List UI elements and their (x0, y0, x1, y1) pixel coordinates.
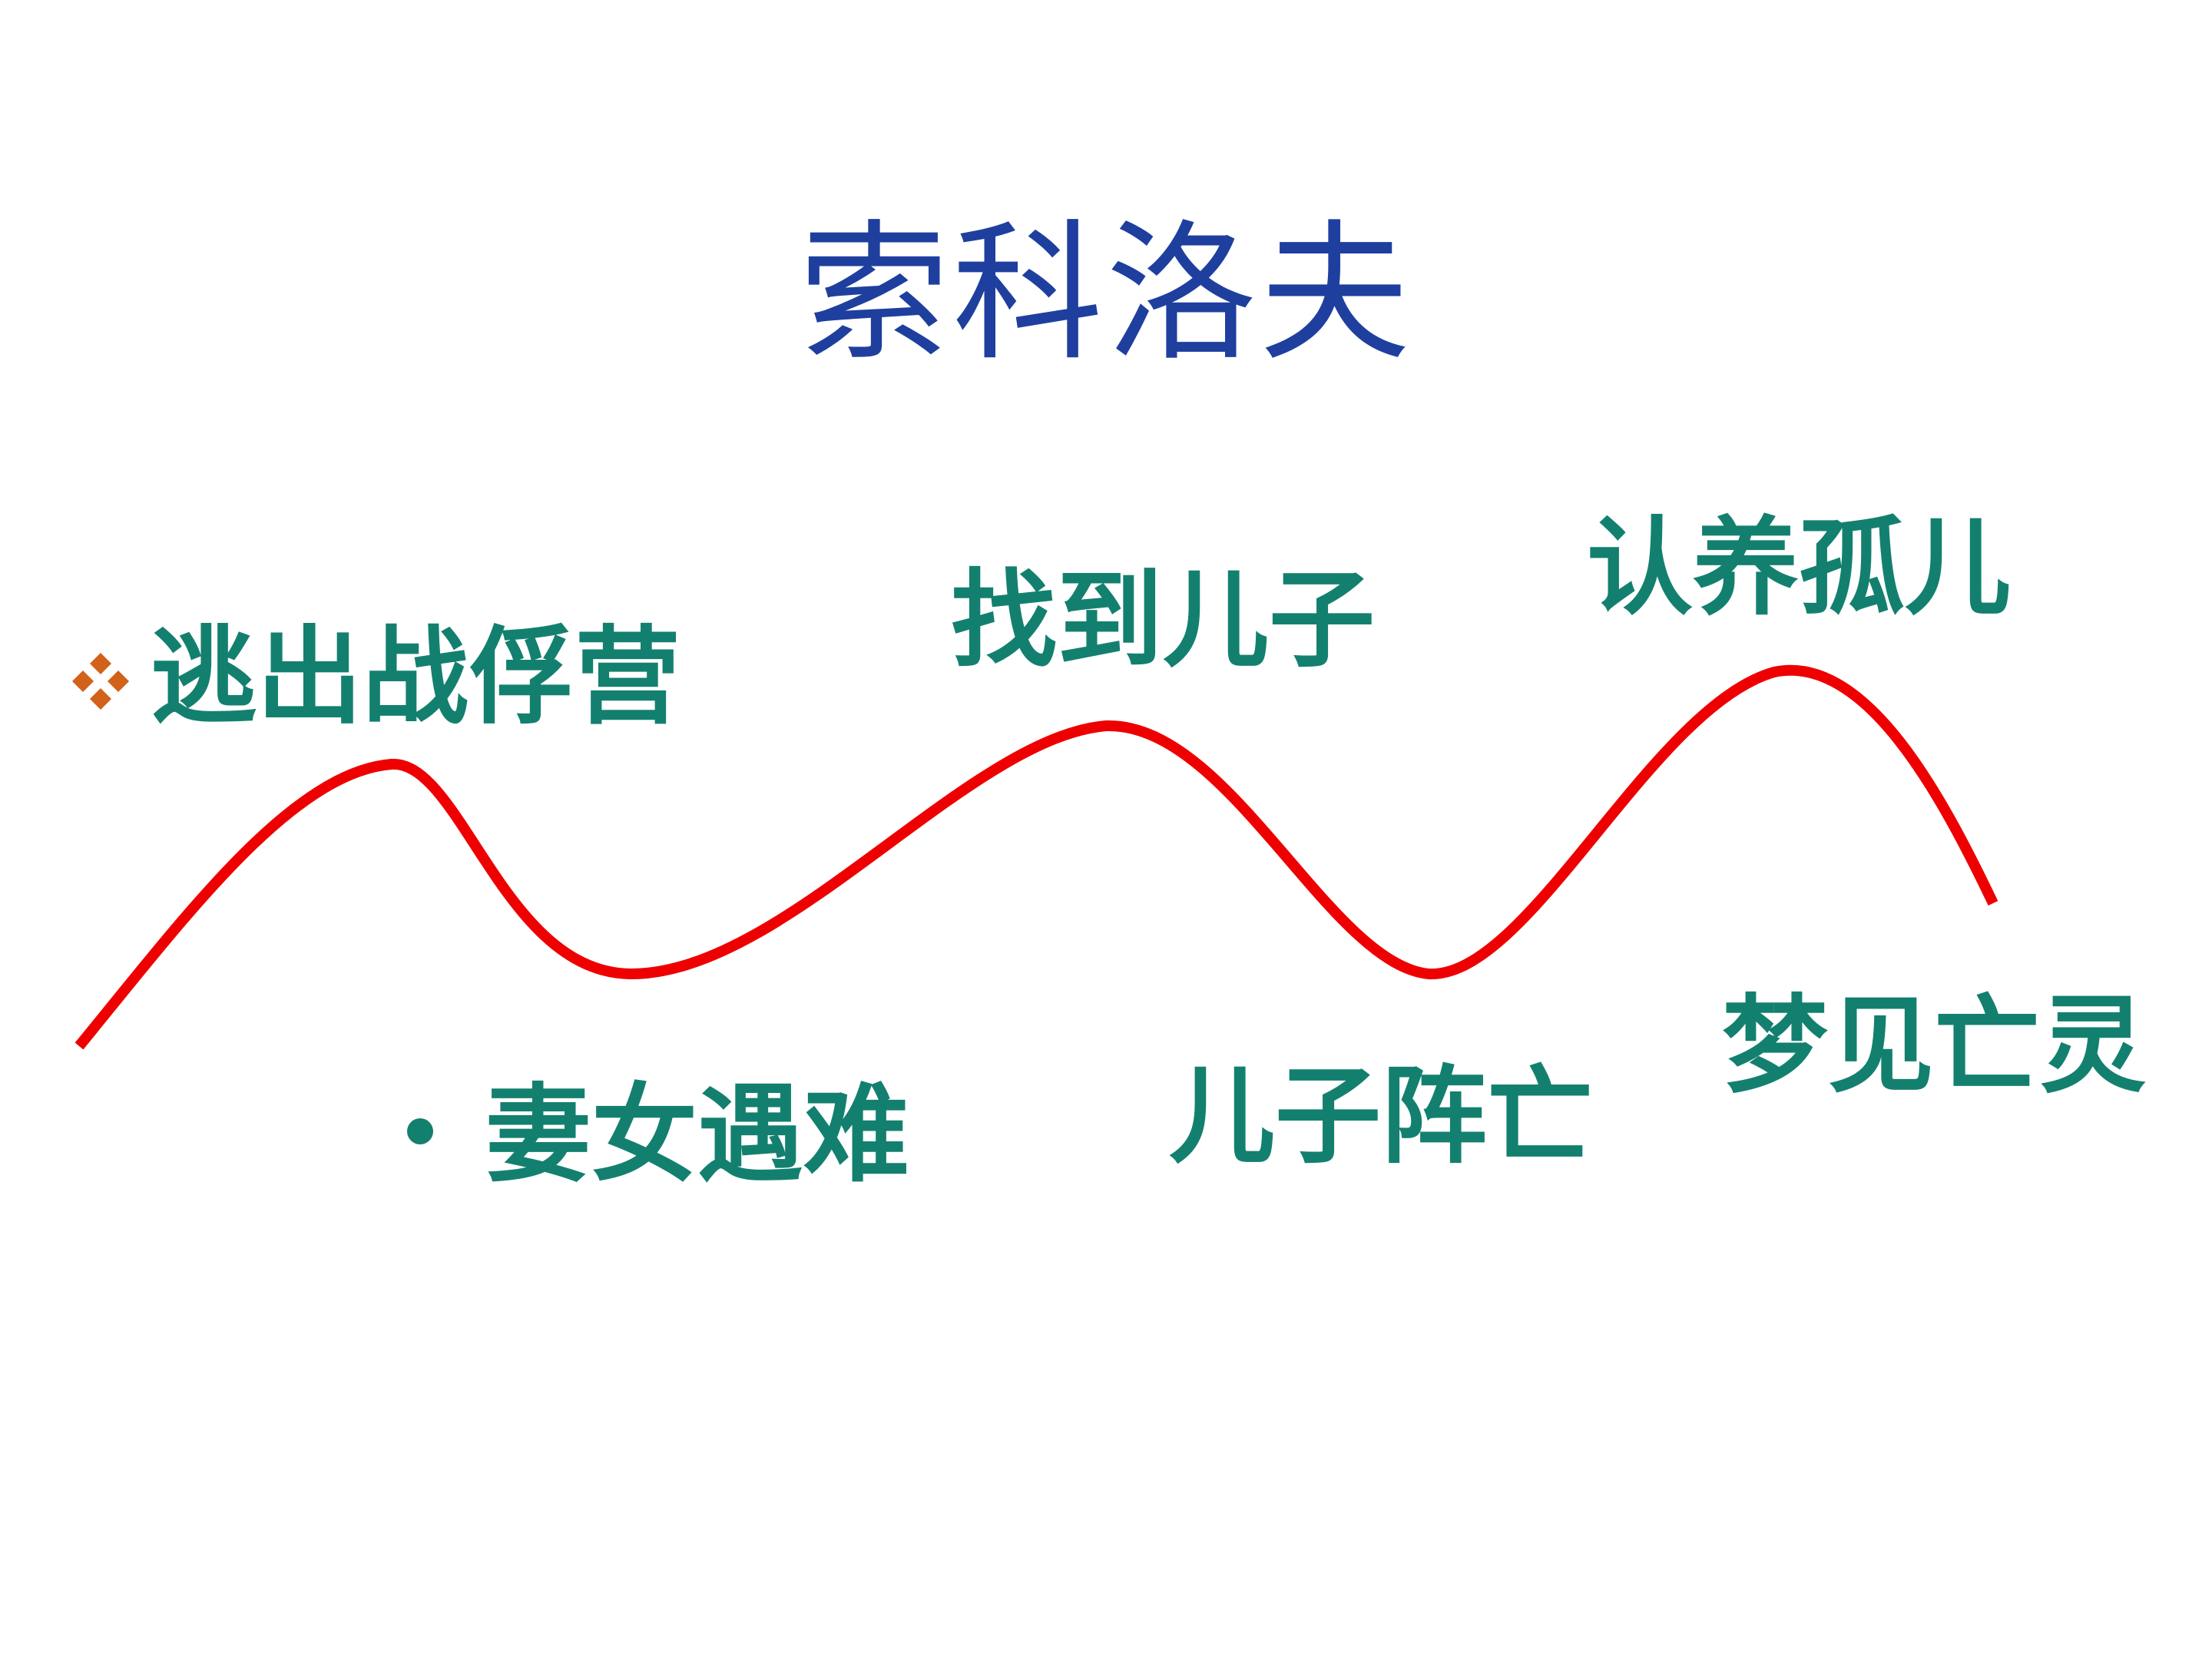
event-son-killed: 儿子阵亡 (1169, 1053, 1594, 1178)
event-escape: 逃出战俘营 (151, 614, 681, 739)
dot-icon (407, 1118, 433, 1144)
fortune-curve-line (75, 664, 1998, 1050)
event-family-killed: 妻女遇难 (485, 1071, 910, 1197)
event-adopt-orphan: 认养孤儿 (1587, 505, 2012, 630)
event-find-son: 找到儿子 (951, 557, 1376, 682)
slide-title: 索科洛夫 (798, 207, 1413, 382)
event-dream-dead: 梦见亡灵 (1722, 982, 2147, 1108)
diamond-cluster-icon (72, 653, 129, 710)
